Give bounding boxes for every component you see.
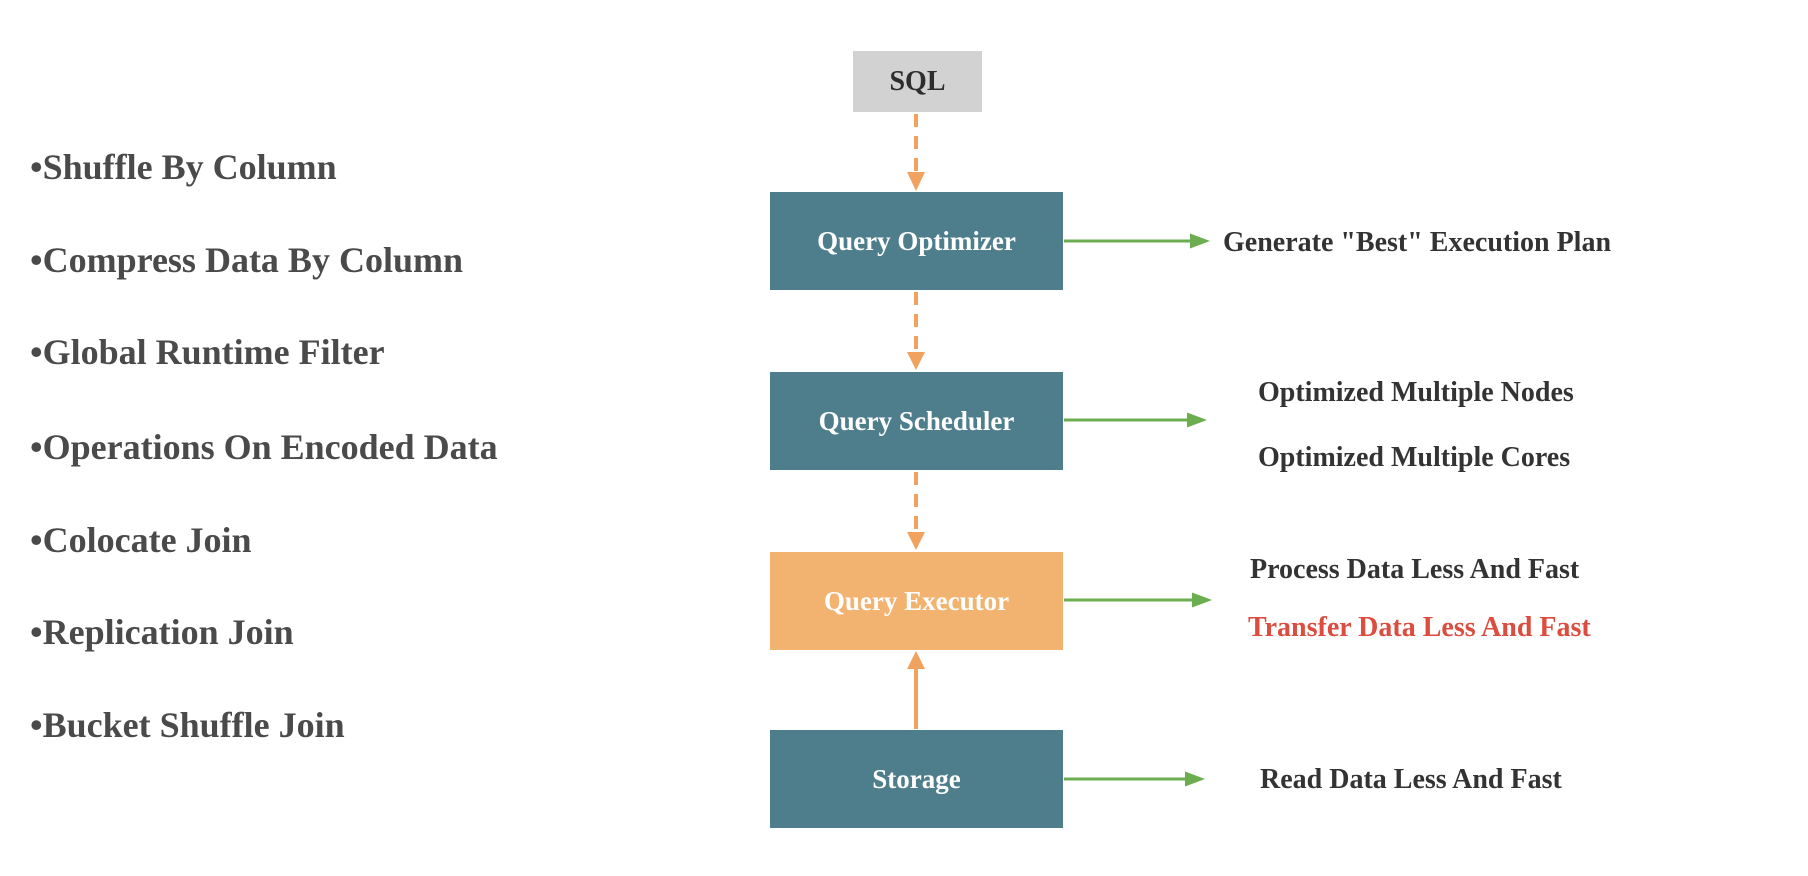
list-item: •Global Runtime Filter bbox=[30, 330, 385, 374]
list-item: •Shuffle By Column bbox=[30, 145, 337, 189]
node-query-executor: Query Executor bbox=[770, 552, 1063, 650]
list-item: •Operations On Encoded Data bbox=[30, 425, 498, 469]
list-item: •Replication Join bbox=[30, 610, 294, 654]
feature-label: Operations On Encoded Data bbox=[42, 427, 498, 467]
green-arrow-executor bbox=[1064, 592, 1212, 608]
list-item: •Bucket Shuffle Join bbox=[30, 703, 345, 747]
bullet-icon: • bbox=[30, 520, 43, 560]
bullet-icon: • bbox=[30, 705, 43, 745]
node-storage: Storage bbox=[770, 730, 1063, 828]
bullet-icon: • bbox=[30, 427, 43, 467]
node-query-scheduler: Query Scheduler bbox=[770, 372, 1063, 470]
green-arrow-scheduler bbox=[1064, 412, 1207, 428]
annotation-read-data: Read Data Less And Fast bbox=[1260, 764, 1562, 795]
feature-label: Bucket Shuffle Join bbox=[42, 705, 345, 745]
dashed-arrow-scheduler-to-executor bbox=[907, 472, 925, 550]
annotation-process-data: Process Data Less And Fast bbox=[1250, 554, 1580, 585]
node-sql: SQL bbox=[853, 51, 982, 112]
bullet-icon: • bbox=[30, 147, 43, 187]
solid-arrow-storage-to-executor bbox=[907, 651, 925, 729]
bullet-icon: • bbox=[30, 240, 43, 280]
node-query-optimizer: Query Optimizer bbox=[770, 192, 1063, 290]
dashed-arrow-optimizer-to-scheduler bbox=[907, 292, 925, 370]
list-item: •Colocate Join bbox=[30, 518, 252, 562]
annotation-optimized-cores: Optimized Multiple Cores bbox=[1258, 442, 1571, 473]
feature-label: Colocate Join bbox=[42, 520, 252, 560]
bullet-icon: • bbox=[30, 332, 43, 372]
feature-label: Shuffle By Column bbox=[42, 147, 337, 187]
feature-label: Global Runtime Filter bbox=[42, 332, 385, 372]
feature-label: Compress Data By Column bbox=[42, 240, 463, 280]
green-arrow-storage bbox=[1064, 771, 1205, 787]
list-item: •Compress Data By Column bbox=[30, 238, 463, 282]
annotation-generate-plan: Generate "Best" Execution Plan bbox=[1223, 227, 1612, 258]
annotation-optimized-nodes: Optimized Multiple Nodes bbox=[1258, 377, 1574, 408]
feature-label: Replication Join bbox=[42, 612, 294, 652]
annotation-transfer-data: Transfer Data Less And Fast bbox=[1248, 612, 1591, 643]
dashed-arrow-sql-to-optimizer bbox=[907, 114, 925, 191]
bullet-icon: • bbox=[30, 612, 43, 652]
green-arrow-optimizer bbox=[1064, 233, 1210, 249]
